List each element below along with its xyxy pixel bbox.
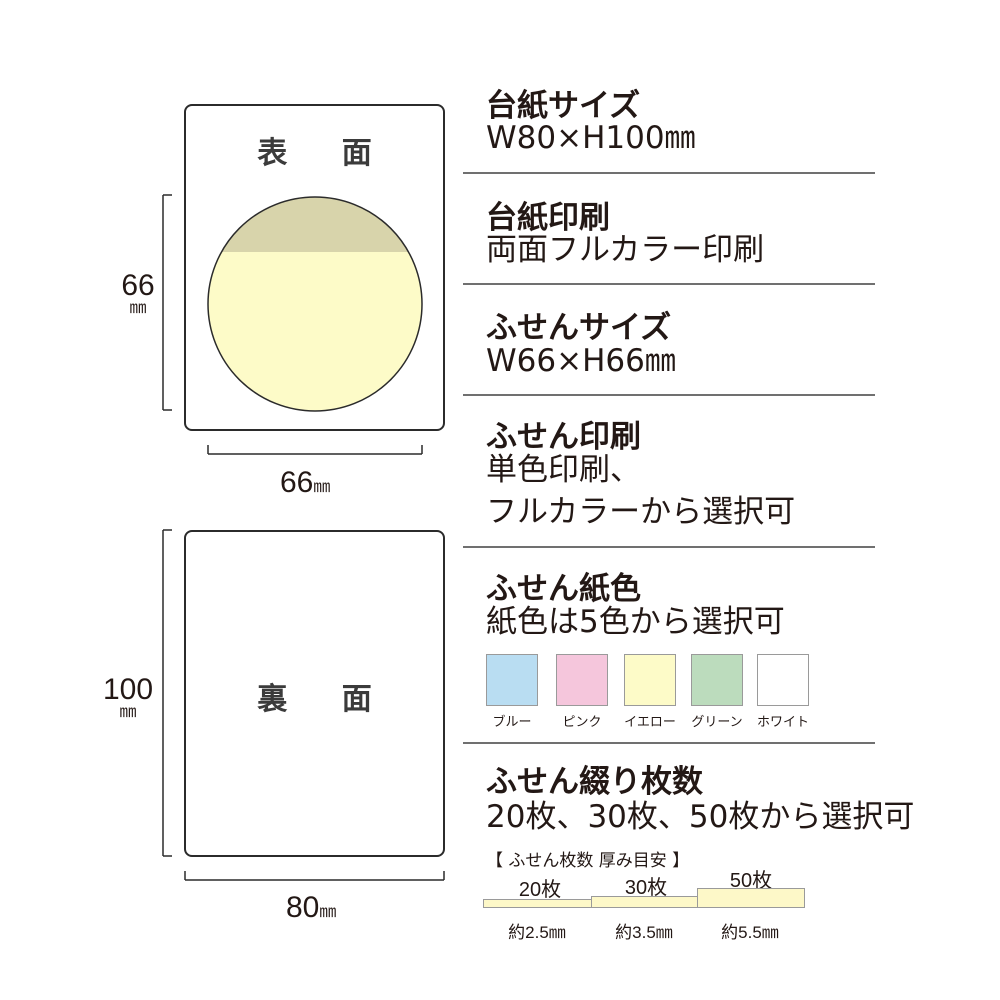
swatch-label-pink: ピンク bbox=[562, 715, 602, 730]
thickness-bar-20 bbox=[483, 899, 592, 908]
sticky-height-dim: 66 ㎜ bbox=[118, 269, 158, 317]
spec-value-sticky-print-line1: 単色印刷、 bbox=[486, 452, 641, 488]
sticky-width-unit: ㎜ bbox=[313, 477, 331, 496]
spec-value-sticky-size: W66×H66㎜ bbox=[486, 343, 676, 379]
sticky-note-circle bbox=[207, 196, 423, 412]
thickness-value-50: 約5.5㎜ bbox=[721, 923, 779, 942]
thickness-count-50: 50枚 bbox=[729, 870, 773, 892]
swatch-blue bbox=[486, 654, 538, 706]
divider bbox=[463, 172, 875, 174]
thickness-count-30: 30枚 bbox=[624, 877, 668, 899]
thickness-value-30: 約3.5㎜ bbox=[615, 923, 673, 942]
card-height-unit: ㎜ bbox=[119, 702, 137, 721]
swatch-label-white: ホワイト bbox=[756, 715, 809, 730]
spec-title-card-size: 台紙サイズ bbox=[486, 88, 641, 124]
spec-value-card-print: 両面フルカラー印刷 bbox=[486, 232, 765, 268]
divider bbox=[463, 283, 875, 285]
spec-title-card-print: 台紙印刷 bbox=[486, 200, 610, 236]
divider bbox=[463, 742, 875, 744]
swatch-pink bbox=[556, 654, 608, 706]
thickness-value-20: 約2.5㎜ bbox=[508, 923, 566, 942]
spec-title-sticky-print: ふせん印刷 bbox=[486, 419, 641, 455]
spec-value-sheet-count: 20枚、30枚、50枚から選択可 bbox=[486, 799, 915, 835]
thickness-bar-30 bbox=[591, 896, 698, 908]
swatch-white bbox=[757, 654, 809, 706]
spec-value-sticky-color: 紙色は5色から選択可 bbox=[486, 604, 785, 640]
spec-value-sticky-print-line2: フルカラーから選択可 bbox=[486, 494, 796, 530]
spec-value-card-size: W80×H100㎜ bbox=[486, 120, 696, 156]
back-card: 裏 面 bbox=[184, 530, 445, 857]
swatch-label-yellow: イエロー bbox=[624, 715, 676, 730]
card-width-bracket bbox=[184, 871, 445, 881]
spec-title-sheet-count: ふせん綴り枚数 bbox=[486, 764, 703, 800]
spec-title-sticky-color: ふせん紙色 bbox=[486, 571, 641, 607]
card-width-number: 80 bbox=[286, 891, 320, 924]
sticky-width-number: 66 bbox=[280, 466, 314, 499]
swatch-green bbox=[691, 654, 743, 706]
spec-title-sticky-size: ふせんサイズ bbox=[486, 310, 672, 346]
card-width-dim: 80㎜ bbox=[286, 891, 336, 925]
sticky-height-unit: ㎜ bbox=[129, 298, 147, 317]
card-height-bracket bbox=[162, 529, 172, 857]
card-width-unit: ㎜ bbox=[319, 902, 337, 921]
front-label: 表 面 bbox=[257, 136, 394, 171]
thickness-heading: 【 ふせん枚数 厚み目安 】 bbox=[486, 851, 690, 871]
divider bbox=[463, 546, 875, 548]
thickness-bar-50 bbox=[697, 888, 805, 908]
sticky-width-dim: 66㎜ bbox=[280, 466, 330, 500]
swatch-yellow bbox=[624, 654, 676, 706]
swatch-label-green: グリーン bbox=[691, 715, 743, 730]
swatch-label-blue: ブルー bbox=[492, 715, 532, 730]
back-label: 裏 面 bbox=[257, 682, 394, 717]
card-height-number: 100 bbox=[102, 673, 154, 706]
sticky-height-bracket bbox=[162, 194, 172, 411]
card-height-dim: 100 ㎜ bbox=[100, 673, 156, 721]
thickness-count-20: 20枚 bbox=[518, 879, 562, 901]
sticky-height-number: 66 bbox=[121, 269, 155, 302]
divider bbox=[463, 394, 875, 396]
sticky-width-bracket bbox=[207, 445, 423, 455]
